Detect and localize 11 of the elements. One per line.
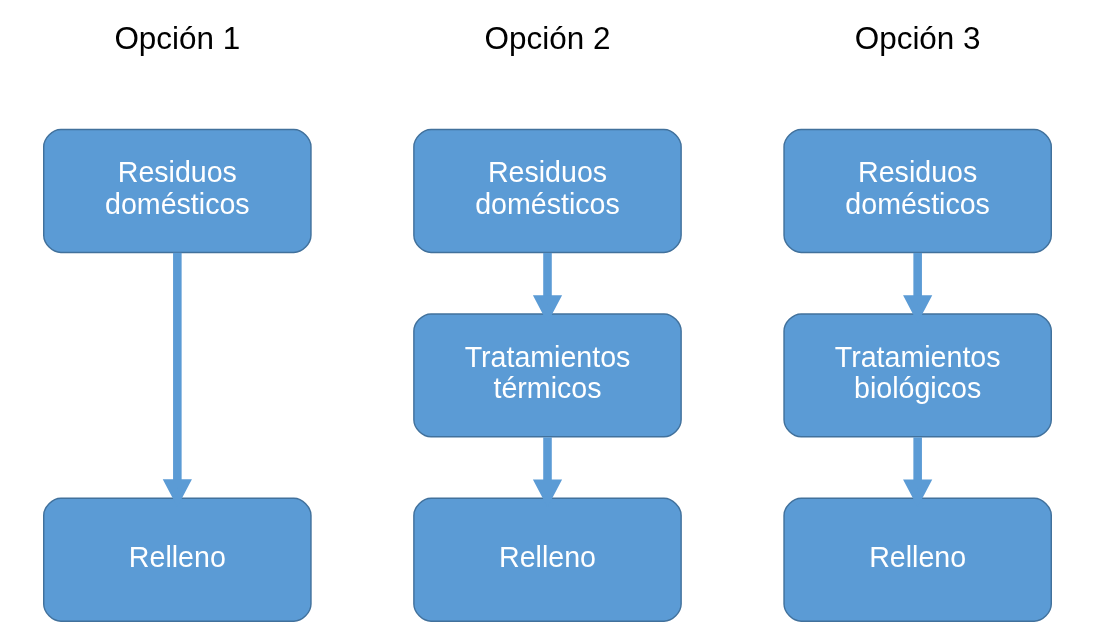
label: Opción 2 — [484, 20, 611, 56]
node-box: Tratamientos térmicos — [413, 313, 682, 438]
node-box: Residuos domésticos — [43, 128, 312, 254]
node-box: Relleno — [783, 497, 1052, 622]
node-box: Tratamientos biológicos — [783, 313, 1052, 438]
node-box: Residuos domésticos — [413, 128, 682, 254]
node-box: Relleno — [413, 497, 682, 622]
label: Opción 1 — [114, 20, 241, 56]
node-box: Residuos domésticos — [783, 128, 1052, 254]
label: Opción 3 — [854, 20, 981, 56]
node-box: Relleno — [43, 497, 312, 622]
